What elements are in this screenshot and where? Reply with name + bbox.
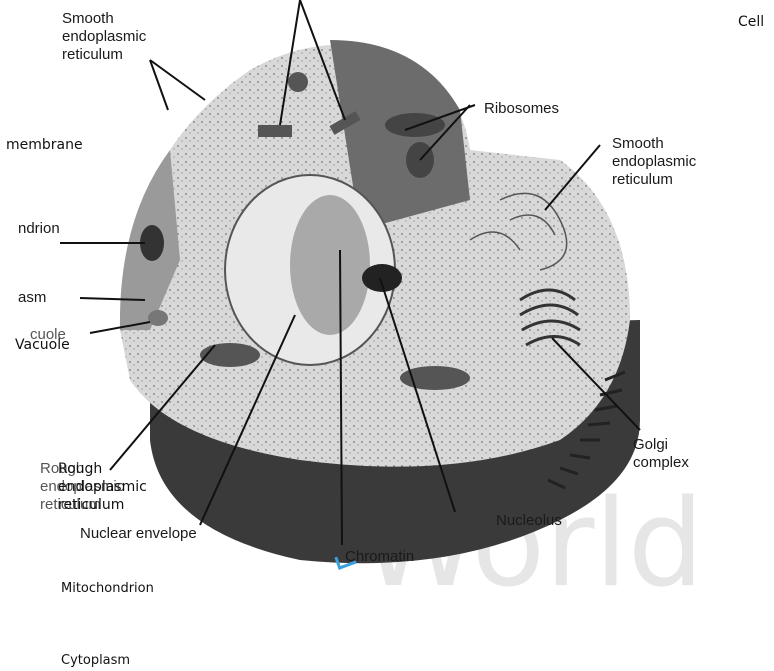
label-mitochondrion-left: ndrion	[18, 220, 60, 238]
vacuole-shape	[148, 310, 168, 326]
overlay-cytoplasm: Cytoplasm	[61, 653, 130, 668]
centrosome-shape	[288, 72, 308, 92]
overlay-cell: Cell	[738, 14, 764, 30]
mitochondrion-shape-lower-left	[200, 343, 260, 367]
nucleolus-shape	[362, 264, 402, 292]
overlay-mitochondrion: Mitochondrion	[61, 581, 154, 596]
mitochondrion-shape-top	[385, 113, 445, 137]
label-golgi: Golgi complex	[633, 436, 689, 472]
label-smooth-er-top: Smooth endoplasmic reticulum	[62, 10, 146, 64]
label-nucleolus: Nucleolus	[496, 512, 562, 530]
label-cytoplasm-left: asm	[18, 289, 46, 307]
overlay-vacuole: Vacuole	[15, 337, 70, 353]
label-nuclear-envelope: Nuclear envelope	[80, 525, 197, 543]
overlay-membrane: membrane	[6, 137, 83, 153]
nucleus-inner	[290, 195, 370, 335]
centriole-shape	[258, 125, 292, 137]
label-smooth-er-right: Smooth endoplasmic reticulum	[612, 135, 696, 189]
overlay-rough-er: Rough endoplasmic reticulum	[58, 460, 147, 514]
mitochondrion-shape-bottom	[400, 366, 470, 390]
label-ribosomes: Ribosomes	[484, 100, 559, 118]
